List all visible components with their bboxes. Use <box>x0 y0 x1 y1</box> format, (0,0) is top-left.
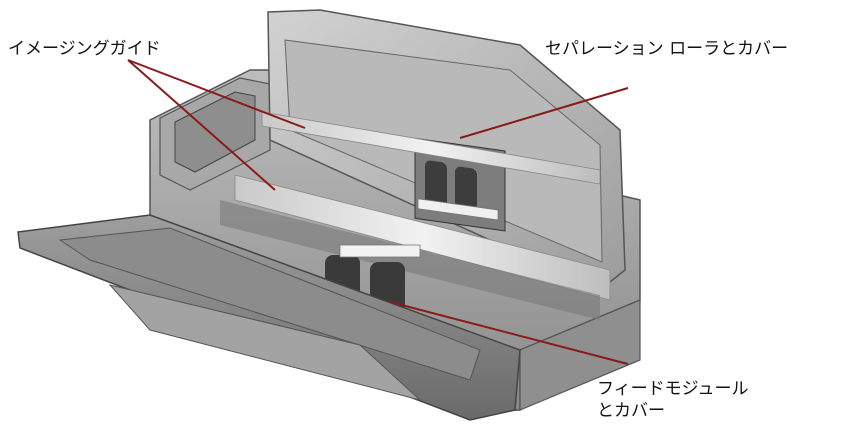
feed-module-label: フィードモジュール とカバー <box>597 378 748 422</box>
scanner-cavity <box>220 200 600 320</box>
callout-line-separation <box>459 87 629 139</box>
imaging-guide-label: イメージングガイド <box>8 39 161 59</box>
callout-line-imaging-lower <box>127 59 276 191</box>
callout-line-feed <box>389 301 629 365</box>
feed-module-label-line2: とカバー <box>597 401 665 421</box>
input-tray <box>17 214 521 421</box>
callout-lines <box>127 59 629 365</box>
feed-module-label-line1: フィードモジュール <box>597 379 749 399</box>
separation-roller-label: セパレーション ローラとカバー <box>545 39 789 59</box>
imaging-guide-strips <box>234 111 611 301</box>
callout-line-imaging-upper <box>127 59 306 129</box>
